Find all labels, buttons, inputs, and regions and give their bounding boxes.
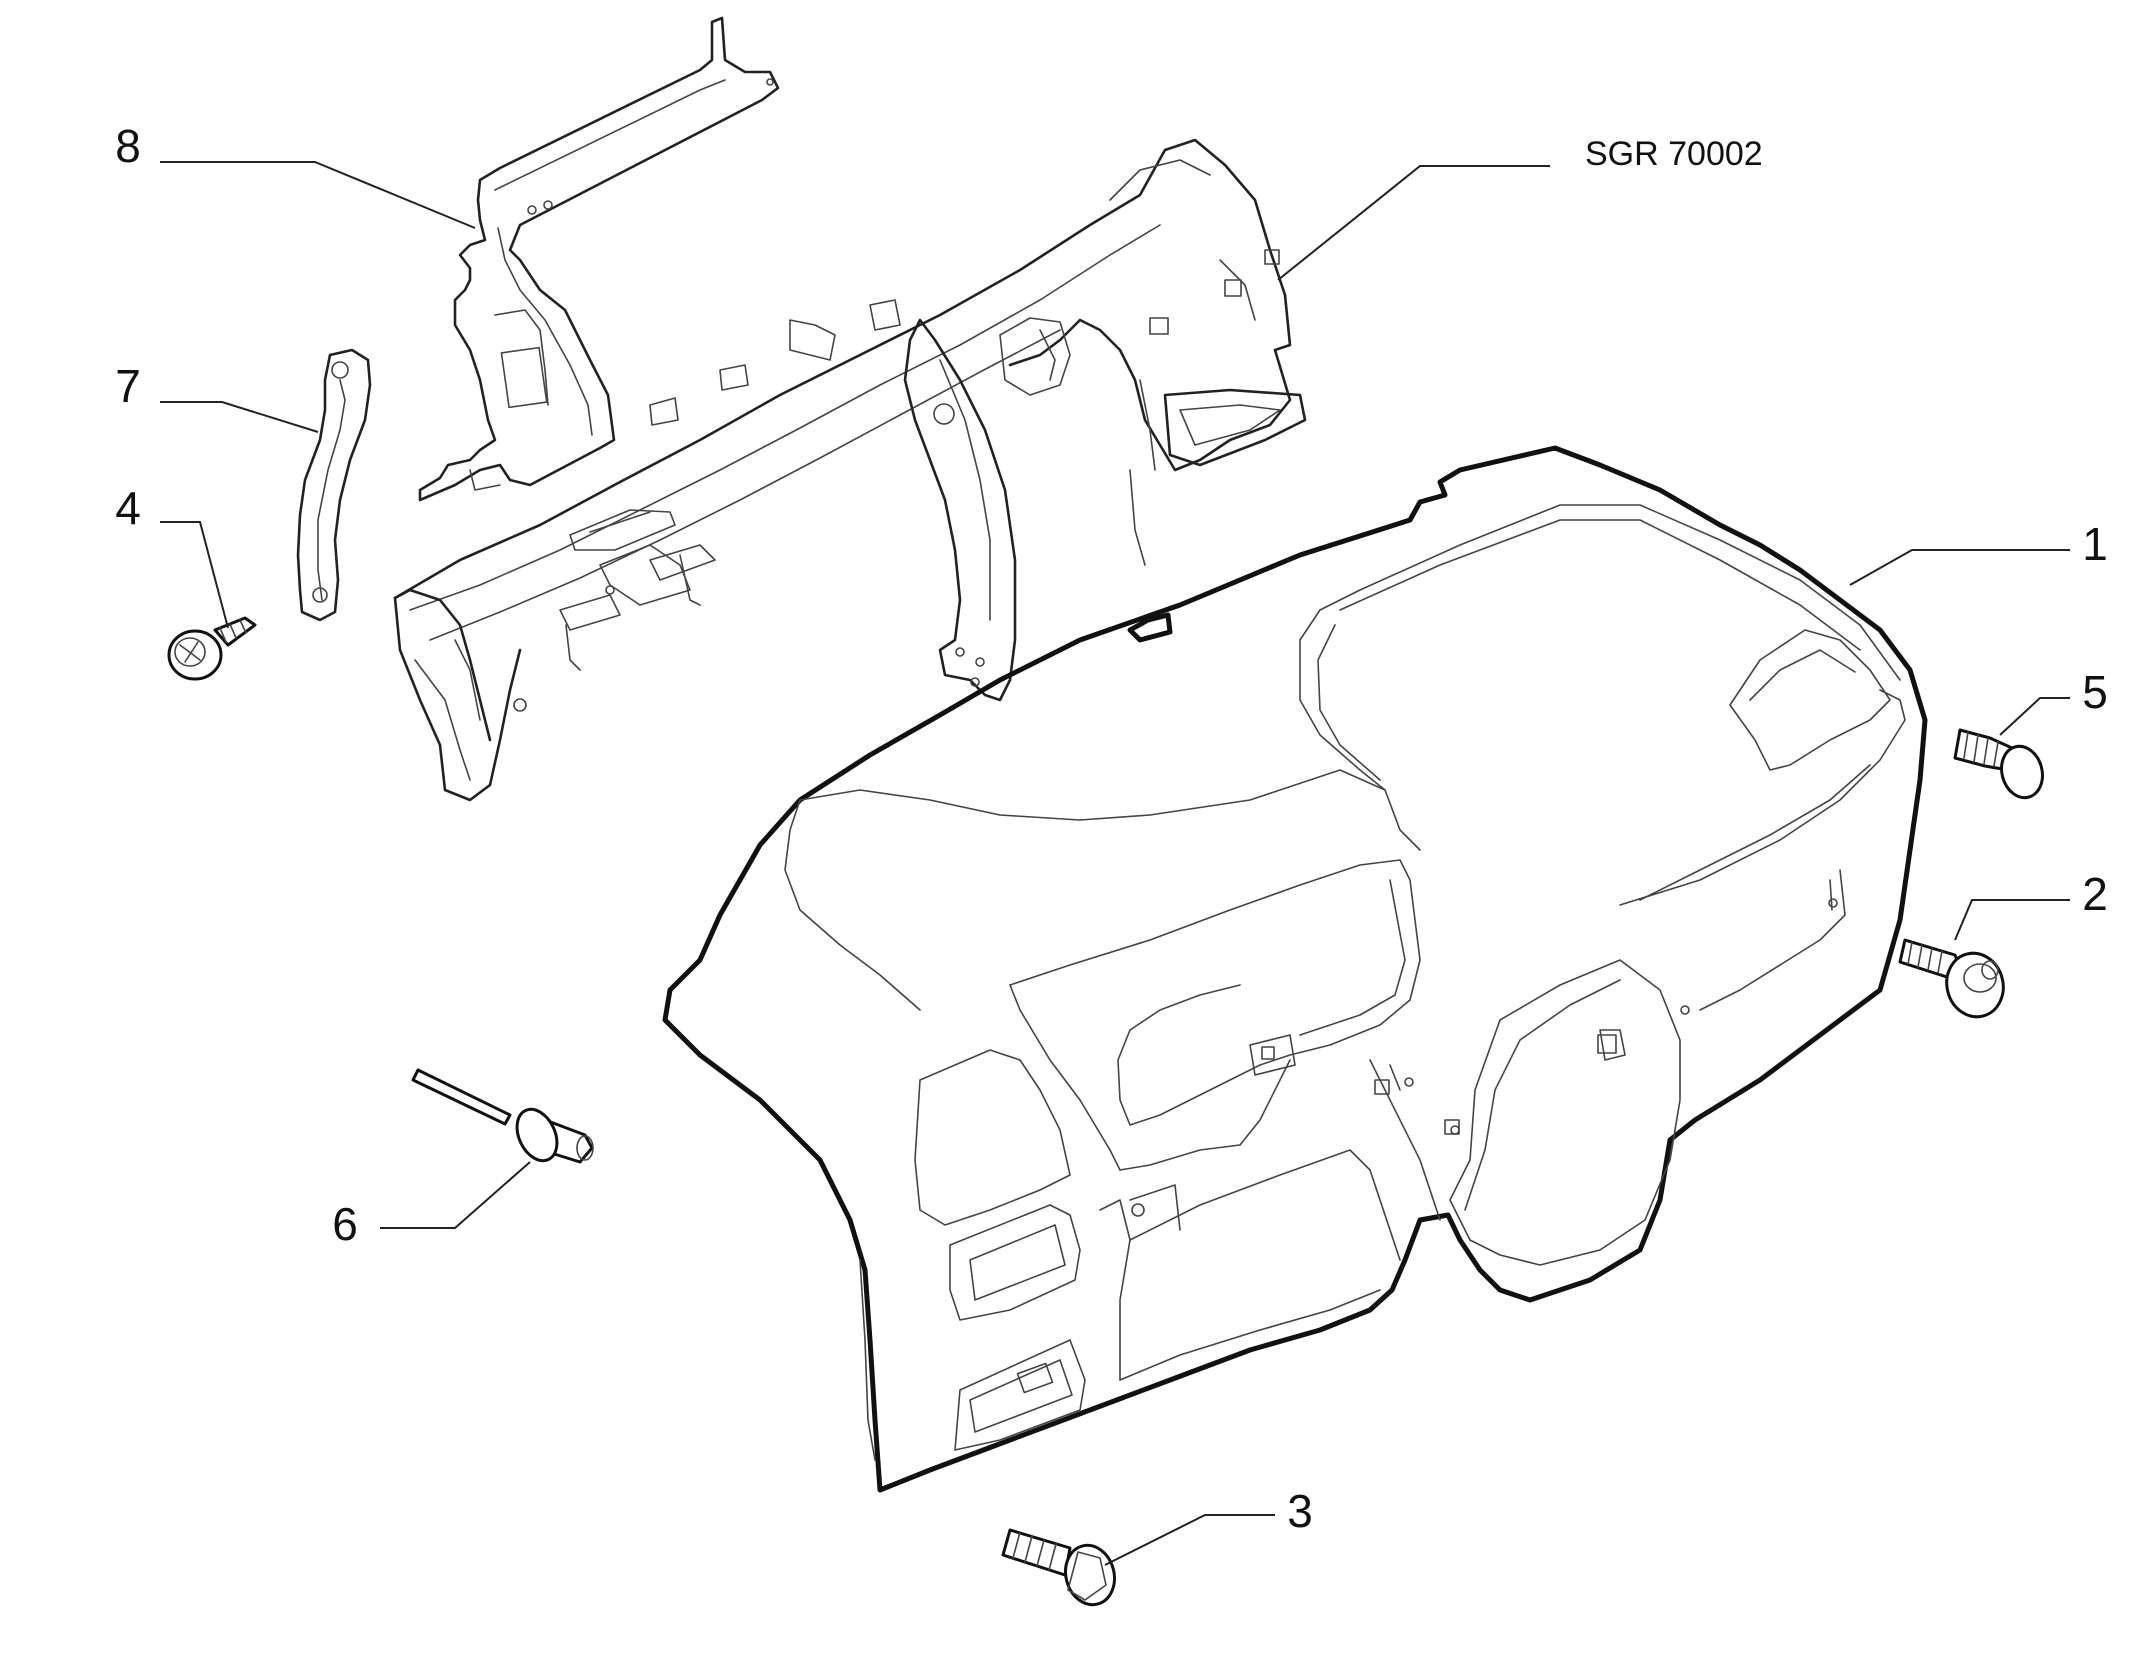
callout-3: 3	[1287, 1485, 1313, 1537]
leader-4	[160, 521, 229, 629]
leader-2	[1954, 899, 2070, 941]
leader-7	[160, 401, 319, 433]
leader-6	[380, 1161, 531, 1229]
callout-7: 7	[115, 360, 141, 412]
dashboard-part-1	[662, 445, 1928, 1493]
strap-part-7	[296, 348, 372, 622]
reference-code: SGR 70002	[1585, 135, 1763, 173]
leader-5	[1999, 697, 2070, 736]
bolt-part-3	[1001, 1528, 1116, 1607]
leader-3	[1104, 1514, 1275, 1566]
callout-6: 6	[332, 1198, 358, 1250]
rivet-part-6	[411, 1068, 594, 1164]
callout-8: 8	[115, 120, 141, 172]
callout-5: 5	[2082, 666, 2108, 718]
cross-beam-part	[393, 138, 1307, 802]
leader-reference	[1277, 165, 1550, 281]
screw-part-4	[167, 616, 257, 681]
bracket-part-8	[418, 16, 780, 502]
screw-part-5	[1953, 728, 2044, 800]
callout-1: 1	[2082, 518, 2108, 570]
leader-1	[1849, 549, 2070, 586]
bolt-part-2	[1898, 938, 2005, 1019]
callout-2: 2	[2082, 868, 2108, 920]
callout-4: 4	[115, 482, 141, 534]
leader-8	[160, 161, 476, 229]
